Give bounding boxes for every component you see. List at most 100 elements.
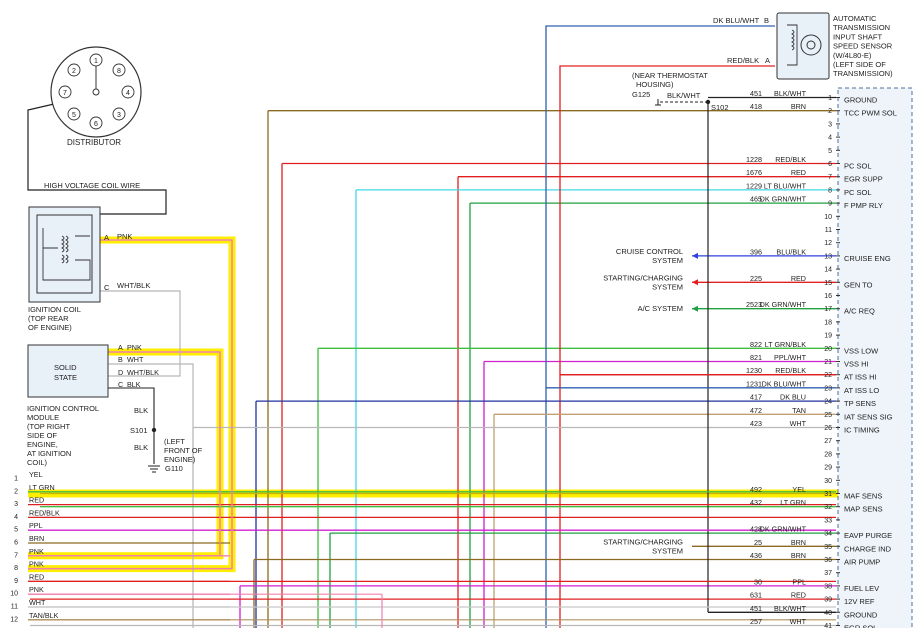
distributor-pin-label: 6	[94, 121, 98, 128]
pcm-pin-number: 9	[828, 201, 832, 208]
pcm-pin-number: 41	[824, 623, 832, 628]
icm-pin-letter: B	[118, 355, 123, 364]
circuit-number: 25	[754, 538, 762, 547]
icm-splice-dot	[151, 427, 157, 433]
icm-ground-label-line: (LEFT	[164, 437, 185, 446]
wire-color-label: DK GRN/WHT	[760, 195, 807, 204]
circuit-number: 418	[750, 102, 762, 111]
icm-pin-letter: C	[118, 380, 123, 389]
pcm-pin-number: 38	[824, 583, 832, 590]
icm-label-line: MODULE	[27, 413, 59, 422]
wire-color-label: PPL	[792, 577, 806, 586]
wire-color-label: BLK/WHT	[774, 89, 807, 98]
pcm-pin-number: 31	[824, 491, 832, 498]
external-system-label: SYSTEM	[652, 256, 683, 265]
coil-wire-c: WHT/BLK	[117, 281, 150, 290]
harness-wire-label: RED	[29, 496, 44, 505]
external-system-label: CRUISE CONTROL	[616, 247, 683, 256]
icm-pin-wire: BLK	[127, 380, 141, 389]
thermostat-line-2: HOUSING)	[636, 80, 674, 89]
icm-pin-wire: WHT/BLK	[127, 368, 159, 377]
coil-wire-a: PNK	[117, 232, 132, 241]
harness-number: 12	[10, 616, 18, 623]
pcm-pin-function: 12V REF	[844, 597, 875, 606]
distributor-pin	[58, 85, 72, 99]
coil-label-2: (TOP REAR	[28, 314, 69, 323]
pcm-pin-number: 3	[828, 121, 832, 128]
pcm-pin-number: 24	[824, 399, 832, 406]
coil-pin-c: C	[104, 283, 110, 292]
wire-color-label: RED/BLK	[775, 155, 806, 164]
distributor-pin	[112, 107, 126, 121]
icm-label-line: SIDE OF	[27, 431, 57, 440]
pcm-pin-function: AIR PUMP	[844, 558, 880, 567]
distributor-pin-label: 1	[94, 58, 98, 65]
harness-wire-label: YEL	[29, 470, 43, 479]
pcm-pin-number: 10	[824, 214, 832, 221]
pcm-pin-function: AT ISS LO	[844, 386, 879, 395]
sensor-wire-b: DK BLU/WHT	[713, 16, 760, 25]
icm-pnk-wire	[28, 351, 221, 557]
wire-color-label: DK BLU	[780, 393, 806, 402]
harness-number: 8	[14, 565, 18, 572]
pcm-pin-number: 11	[825, 227, 832, 234]
icm-ground-label-line: ENGINE)	[164, 455, 196, 464]
pcm-pin-function: TCC PWM SOL	[844, 109, 897, 118]
wire-color-label: LT GRN/BLK	[765, 340, 806, 349]
wire-color-label: LT BLU/WHT	[764, 181, 807, 190]
pcm-pin-number: 19	[824, 333, 832, 340]
pcm-pin-function: EGR SOL	[844, 624, 877, 629]
icm-b-wire	[108, 363, 194, 428]
pcm-pin-function: A/C REQ	[844, 307, 875, 316]
thermostat-splice: G125	[632, 90, 650, 99]
wire-color-label: BLU/BLK	[776, 247, 806, 256]
wire-color-label: DK GRN/WHT	[760, 525, 807, 534]
coil-pin-a: A	[104, 233, 109, 242]
icm-pin-letter: A	[118, 343, 123, 352]
circuit-number: 631	[750, 591, 762, 600]
sensor-pin-a: A	[765, 56, 770, 65]
wire-color-label: RED	[791, 168, 806, 177]
harness-number: 6	[14, 540, 18, 547]
wire-color-label: RED	[791, 591, 806, 600]
coil-label-3: OF ENGINE)	[28, 323, 72, 332]
external-system-label: SYSTEM	[652, 546, 683, 555]
ignition-coil: IGNITION COIL (TOP REAR OF ENGINE) A PNK…	[28, 206, 150, 332]
pcm-pin-function: PC SOL	[844, 188, 872, 197]
distributor-pin	[121, 85, 135, 99]
thermostat-ground: (NEAR THERMOSTAT HOUSING) G125 BLK/WHT S…	[632, 71, 729, 112]
ignition-coil-box	[28, 206, 101, 303]
coil-pnk-wire	[28, 239, 233, 570]
pcm-pin-number: 26	[824, 425, 832, 432]
pcm-pin-number: 12	[824, 240, 832, 247]
pcm-pin-number: 35	[824, 544, 832, 551]
pcm-pin-number: 39	[824, 597, 832, 604]
wire-color-label: BRN	[791, 102, 806, 111]
arrow-icon	[692, 305, 698, 312]
coil-c-wire	[100, 290, 181, 377]
icm-box-line-1: SOLID	[54, 363, 77, 372]
distributor-pin-label: 5	[72, 112, 76, 119]
harness-wire-label: WHT	[29, 598, 46, 607]
pcm-pin-function: FUEL LEV	[844, 584, 879, 593]
pcm-pin-function: CHARGE IND	[844, 544, 892, 553]
pcm-pin-number: 30	[824, 478, 832, 485]
pcm-pin-number: 23	[824, 385, 832, 392]
sensor-body	[776, 12, 830, 80]
icm-ground-wire-line	[108, 387, 155, 464]
distributor-pin-label: 7	[63, 90, 67, 97]
pcm-pin-number: 36	[824, 557, 832, 564]
harness-wire-label: RED/BLK	[29, 508, 60, 517]
wire-color-label: BRN	[791, 551, 806, 560]
harness-wire-label: PNK	[29, 585, 44, 594]
harness-number: 10	[10, 591, 18, 598]
circuit-number: 417	[750, 393, 762, 402]
coil-label-1: IGNITION COIL	[28, 305, 81, 314]
arrow-icon	[692, 279, 698, 286]
harness-number: 7	[14, 552, 18, 559]
icm-pin-letter: D	[118, 368, 123, 377]
pcm-pin-function: GROUND	[844, 610, 878, 619]
wire-color-label: BRN	[791, 538, 806, 547]
